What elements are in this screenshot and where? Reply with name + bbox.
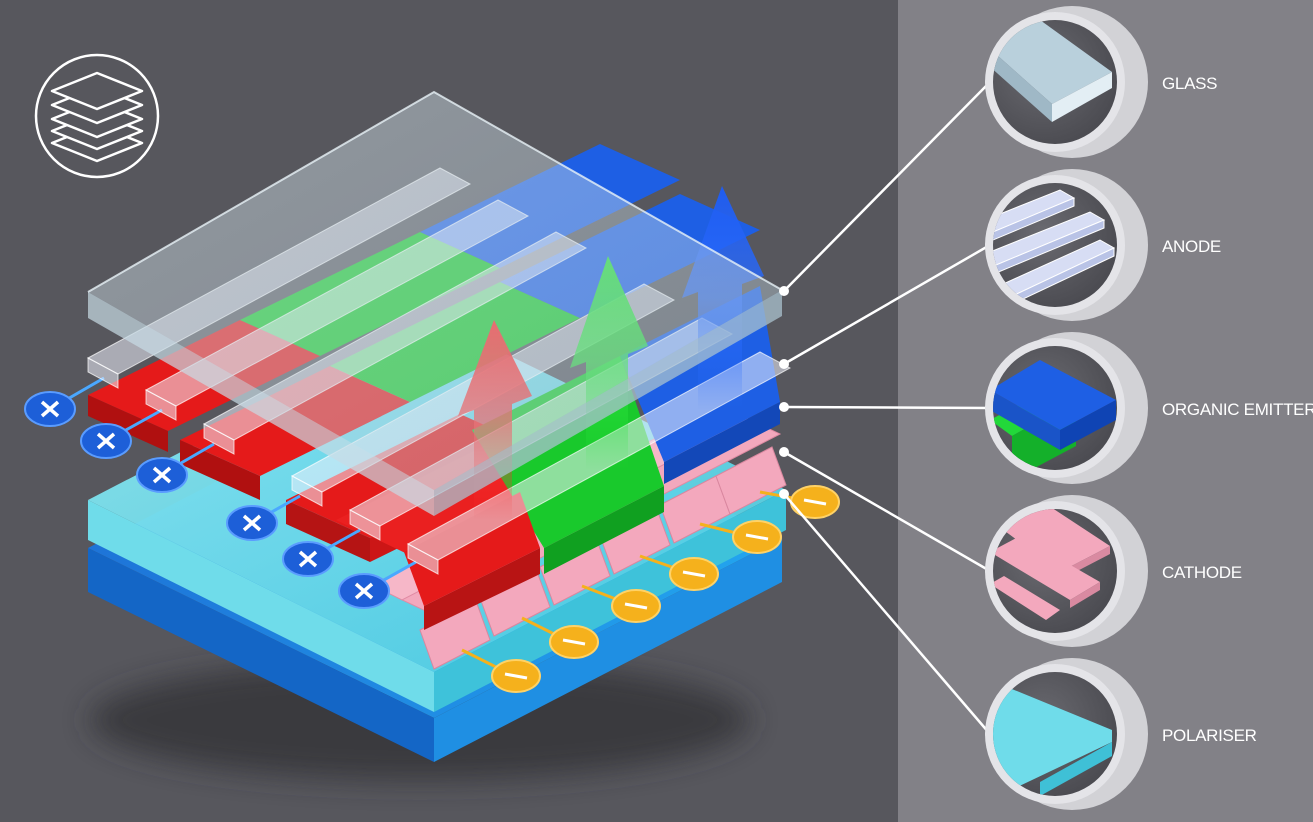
positive-terminal [24, 391, 76, 427]
cathode-magnifier [985, 495, 1148, 647]
anode-label: ANODE [1162, 237, 1221, 256]
anode-magnifier [985, 169, 1148, 321]
positive-terminals [24, 376, 417, 609]
positive-terminal [338, 573, 390, 609]
glass-layer [87, 90, 783, 516]
negative-terminal [732, 520, 782, 554]
negative-terminal [549, 625, 599, 659]
organic-emitters-magnifier [985, 332, 1148, 484]
glass-label: GLASS [1162, 74, 1217, 93]
polariser-label: POLARISER [1162, 726, 1257, 745]
positive-terminal [282, 541, 334, 577]
positive-terminal [136, 457, 188, 493]
glass-magnifier [985, 6, 1148, 158]
polariser-magnifier [985, 658, 1148, 810]
negative-terminal [790, 485, 840, 519]
cathode-label: CATHODE [1162, 563, 1242, 582]
positive-terminal [226, 505, 278, 541]
negative-terminal [611, 589, 661, 623]
organic-emitters-label: ORGANIC EMITTERS [1162, 400, 1313, 419]
layers-icon [34, 53, 160, 179]
negative-terminal [491, 659, 541, 693]
leader-lines [783, 81, 991, 735]
negative-terminal [669, 557, 719, 591]
negative-terminals [461, 485, 840, 693]
positive-terminal [80, 423, 132, 459]
